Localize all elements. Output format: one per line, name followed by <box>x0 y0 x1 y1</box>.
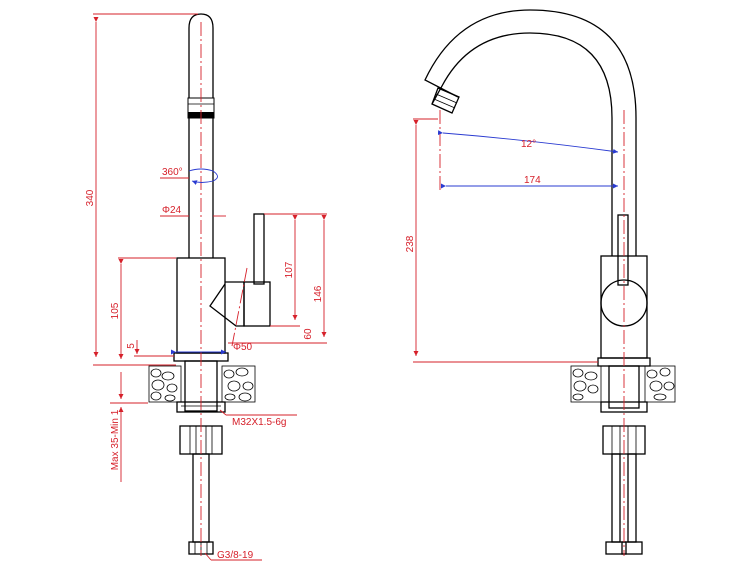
front-hose-left <box>611 453 621 543</box>
dim-146: 146 <box>313 285 324 302</box>
dim-spout-diameter: Φ24 <box>162 205 182 216</box>
dim-rotation: 360° <box>162 167 183 178</box>
dim-238: 238 <box>405 235 416 252</box>
dim-reach: 174 <box>524 175 541 186</box>
dim-base-diameter: Φ50 <box>233 342 253 353</box>
front-handle <box>617 214 629 286</box>
gooseneck-spout <box>431 32 613 256</box>
dim-5: 5 <box>126 343 137 349</box>
front-view: 12° 174 238 <box>405 9 676 556</box>
dim-thread: M32X1.5-6g <box>232 417 286 428</box>
spout-tube <box>188 13 214 258</box>
dim-60: 60 <box>303 328 314 340</box>
dim-107: 107 <box>284 261 295 278</box>
dim-340: 340 <box>85 189 96 206</box>
side-view: 340 105 5 Max 35-Min 1 107 146 60 360° Φ… <box>85 13 327 561</box>
front-countertop-section <box>570 365 676 403</box>
spout-tip <box>431 87 460 114</box>
handle <box>253 213 265 285</box>
lever-cartridge <box>209 281 245 327</box>
dim-105: 105 <box>110 302 121 319</box>
dim-hose-thread: G3/8-19 <box>217 550 254 561</box>
dim-deck-thickness: Max 35-Min 1 <box>110 409 121 470</box>
front-hose-right <box>627 453 637 543</box>
dim-spout-angle: 12° <box>521 139 536 150</box>
countertop-section <box>148 365 256 403</box>
